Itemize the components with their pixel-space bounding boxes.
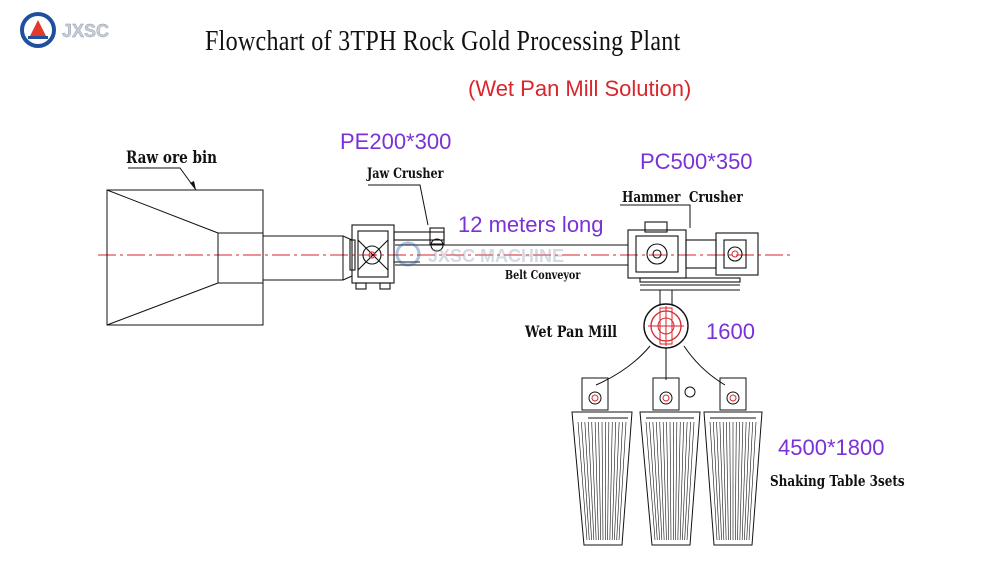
table-riffle-line: [659, 421, 665, 541]
shaking-table-1-drawing: [571, 377, 633, 546]
tailing-pipes: [595, 345, 726, 398]
shaking-table-3-drawing: [703, 377, 763, 546]
belt-conveyor-label: Belt Conveyor: [505, 268, 581, 282]
table-riffle-line: [675, 421, 678, 541]
table-riffle-line: [719, 421, 725, 541]
shaking-table-2-drawing: [639, 377, 701, 546]
table-riffle-line: [734, 421, 737, 541]
raw-ore-bin-drawing: [106, 189, 353, 326]
jxsc-logo: JXSC: [20, 12, 109, 48]
table-riffle-line: [712, 421, 720, 541]
logo-text: JXSC: [62, 21, 109, 41]
table-riffle-line: [722, 421, 727, 541]
table-riffle-line: [584, 421, 592, 541]
jaw-crusher-drawing: [349, 224, 445, 290]
table-riffle-line: [679, 421, 685, 541]
jaw-crusher-leader: [368, 184, 429, 226]
hammer-crusher-drawing: [627, 221, 759, 291]
hammer-crusher-leader: [620, 204, 691, 228]
jaw-crusher-spec: PE200*300: [340, 129, 452, 154]
table-riffle-line: [746, 421, 754, 541]
raw-ore-bin-leader: [128, 167, 197, 191]
table-riffle-line: [645, 421, 656, 541]
raw-ore-bin-label: Raw ore bin: [126, 148, 218, 168]
table-riffle-line: [684, 421, 691, 541]
hammer-crusher-spec: PC500*350: [640, 149, 753, 174]
table-riffle-line: [601, 421, 604, 541]
table-riffle-line: [666, 421, 670, 541]
wet-pan-mill-spec: 1600: [706, 319, 755, 344]
watermark-text: JXSC MACHINE: [428, 246, 564, 266]
table-riffle-line: [614, 421, 620, 541]
shaking-table-spec: 4500*1800: [778, 435, 885, 460]
belt-conveyor-drawing: [395, 244, 628, 266]
table-riffle-line: [729, 421, 732, 541]
table-riffle-line: [594, 421, 599, 541]
watermark: JXSC MACHINE: [395, 241, 564, 267]
table-riffle-line: [716, 421, 722, 541]
table-riffle-line: [587, 421, 595, 541]
table-riffle-line: [607, 421, 610, 541]
diagram-title: Flowchart of 3TPH Rock Gold Processing P…: [205, 26, 681, 57]
table-riffle-line: [611, 421, 617, 541]
wet-pan-mill-drawing: [643, 303, 689, 349]
table-riffle-line: [739, 421, 744, 541]
table-riffle-line: [748, 421, 757, 541]
shaking-table-label: Shaking Table 3sets: [770, 472, 905, 490]
table-riffle-line: [616, 421, 623, 541]
table-riffle-line: [682, 421, 688, 541]
table-riffle-line: [649, 421, 658, 541]
table-riffle-line: [577, 421, 588, 541]
diagram-subtitle: (Wet Pan Mill Solution): [468, 76, 692, 101]
table-riffle-line: [737, 421, 740, 541]
table-riffle-line: [677, 421, 681, 541]
wet-pan-mill-label: Wet Pan Mill: [525, 322, 617, 341]
table-riffle-line: [686, 421, 695, 541]
table-riffle-line: [744, 421, 750, 541]
table-riffle-line: [618, 421, 627, 541]
table-riffle-line: [655, 421, 663, 541]
table-riffle-line: [652, 421, 660, 541]
table-riffle-line: [741, 421, 747, 541]
belt-conveyor-spec: 12 meters long: [458, 212, 604, 237]
table-riffle-line: [609, 421, 613, 541]
hammer-crusher-label: Hammer Crusher: [622, 188, 743, 206]
jaw-crusher-label: Jaw Crusher: [367, 166, 444, 182]
table-riffle-line: [598, 421, 602, 541]
table-riffle-line: [709, 421, 718, 541]
table-riffle-line: [662, 421, 667, 541]
table-riffle-line: [726, 421, 729, 541]
table-riffle-line: [581, 421, 590, 541]
table-riffle-line: [591, 421, 597, 541]
table-riffle-line: [669, 421, 672, 541]
